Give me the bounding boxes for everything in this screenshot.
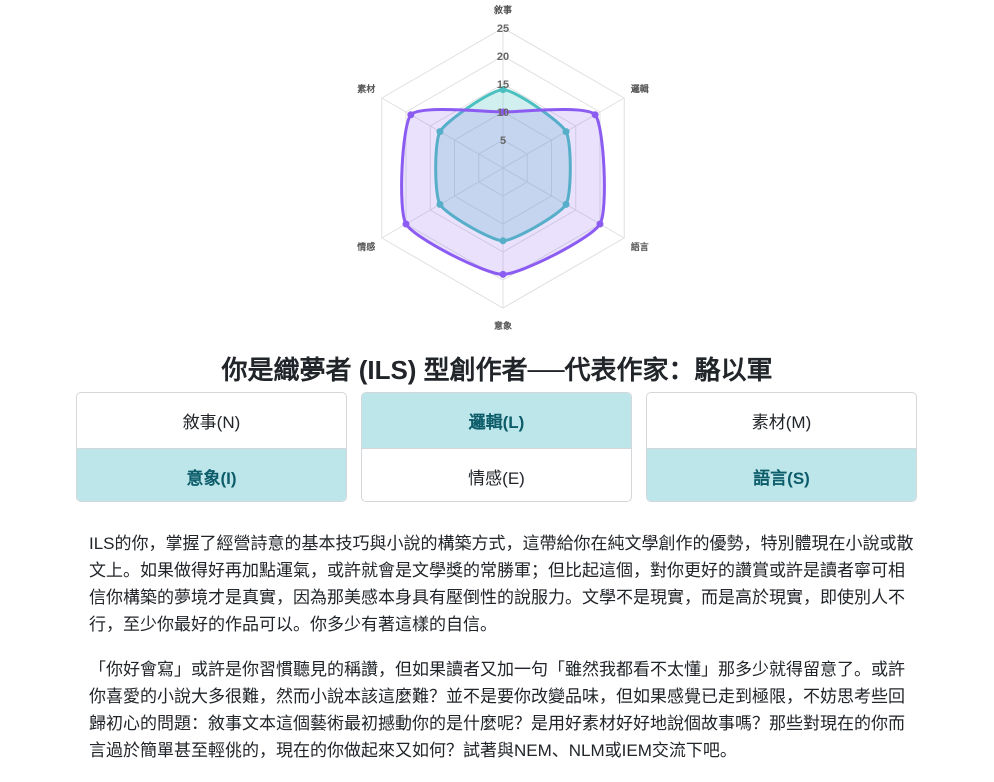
axis-label-2: 語言 bbox=[631, 241, 649, 252]
radar-series bbox=[400, 86, 606, 278]
tick-label-20: 20 bbox=[497, 51, 509, 63]
series-2-point-4 bbox=[402, 220, 410, 228]
radar-grid bbox=[381, 27, 625, 309]
series-2-point-3 bbox=[499, 270, 507, 278]
description-paragraph-2: 「你好會寫」或許是你習慣聽見的稱讚，但如果讀者又加一句「雖然我都看不太懂」那多少… bbox=[89, 660, 905, 760]
trait-column-1: 敘事(N) 意象(I) bbox=[76, 392, 347, 502]
series-1-point-5 bbox=[436, 128, 444, 136]
radar-ticks: 5 10 15 20 25 bbox=[497, 23, 509, 147]
tick-label-10: 10 bbox=[497, 107, 509, 119]
trait-narrative: 敘事(N) bbox=[182, 413, 241, 432]
series-1-point-4 bbox=[436, 200, 444, 208]
series-2-point-5 bbox=[407, 111, 415, 119]
trait-material: 素材(M) bbox=[751, 413, 812, 432]
page-title: 你是織夢者 (ILS) 型創作者──代表作家：駱以軍 bbox=[221, 355, 773, 385]
series-1-point-0 bbox=[499, 86, 507, 94]
tick-label-25: 25 bbox=[497, 23, 509, 35]
series-1-point-1 bbox=[562, 128, 570, 136]
description: ILS的你，掌握了經營詩意的基本技巧與小說的構築方式，這帶給你在純文學創作的優勢… bbox=[89, 530, 919, 782]
trait-column-3: 素材(M) 語言(S) bbox=[646, 392, 917, 502]
trait-column-2: 邏輯(L) 情感(E) bbox=[361, 392, 632, 502]
series-1-point-2 bbox=[562, 200, 570, 208]
series-1-point-3 bbox=[499, 237, 507, 245]
trait-emotion: 情感(E) bbox=[362, 448, 631, 501]
series-2-point-1 bbox=[591, 111, 599, 119]
series-2-point-2 bbox=[596, 220, 604, 228]
description-paragraph-1: ILS的你，掌握了經營詩意的基本技巧與小說的構築方式，這帶給你在純文學創作的優勢… bbox=[89, 534, 914, 634]
axis-label-0: 敘事 bbox=[493, 4, 512, 15]
tick-label-15: 15 bbox=[497, 79, 509, 91]
trait-grid: 敘事(N) 意象(I) 邏輯(L) 情感(E) 素材(M) 語言(S) bbox=[76, 392, 917, 502]
axis-label-5: 素材 bbox=[357, 83, 375, 94]
series-2-point-0 bbox=[499, 108, 507, 116]
trait-language: 語言(S) bbox=[647, 448, 916, 501]
axis-label-1: 邏輯 bbox=[631, 83, 649, 94]
tick-label-5: 5 bbox=[500, 135, 506, 147]
trait-logic: 邏輯(L) bbox=[362, 393, 631, 448]
trait-imagery: 意象(I) bbox=[77, 448, 346, 501]
axis-label-4: 情感 bbox=[356, 241, 375, 252]
axis-label-3: 意象 bbox=[494, 320, 512, 331]
